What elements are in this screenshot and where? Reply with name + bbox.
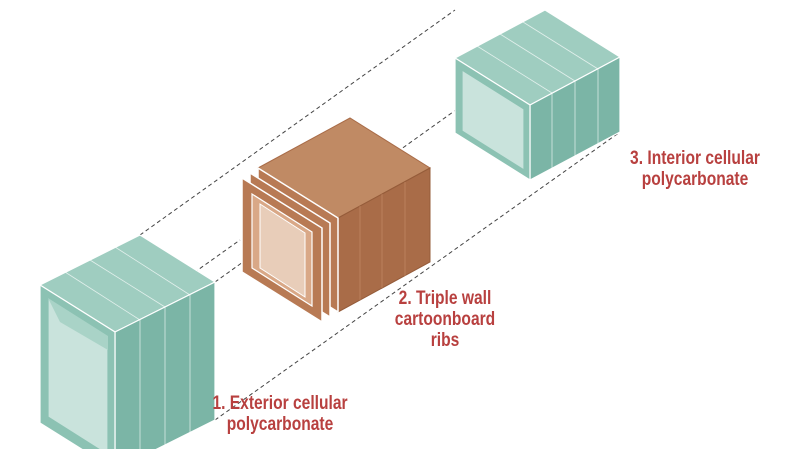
label-exterior-polycarbonate: 1. Exterior cellular polycarbonate bbox=[210, 393, 349, 435]
ribs-side-lines bbox=[359, 182, 406, 300]
interior-cell-lines bbox=[476, 21, 599, 168]
guide-line-top-left bbox=[139, 9, 456, 236]
label-ribs-line1: 2. Triple wall bbox=[398, 288, 492, 309]
label-interior-polycarbonate: 3. Interior cellular polycarbonate bbox=[625, 148, 764, 190]
interior-polycarbonate-box bbox=[453, 9, 622, 182]
exterior-polycarbonate-box bbox=[38, 234, 217, 449]
cardboard-ribs-box bbox=[241, 117, 431, 324]
label-interior-line2: polycarbonate bbox=[641, 169, 749, 190]
exterior-inner-shadow bbox=[48, 298, 108, 350]
label-exterior-line1: 1. Exterior cellular bbox=[212, 393, 348, 414]
guide-line-bottom-right bbox=[214, 131, 621, 421]
rib-opening bbox=[259, 203, 306, 298]
exterior-cell-lines bbox=[64, 246, 191, 449]
label-triple-wall-ribs: 2. Triple wall cartoonboard ribs bbox=[388, 288, 503, 351]
label-exterior-line2: polycarbonate bbox=[226, 414, 334, 435]
label-ribs-line2: cartoonboard bbox=[394, 309, 496, 330]
label-interior-line1: 3. Interior cellular bbox=[630, 148, 760, 169]
label-ribs-line3: ribs bbox=[430, 330, 460, 351]
interior-opening bbox=[461, 68, 525, 172]
